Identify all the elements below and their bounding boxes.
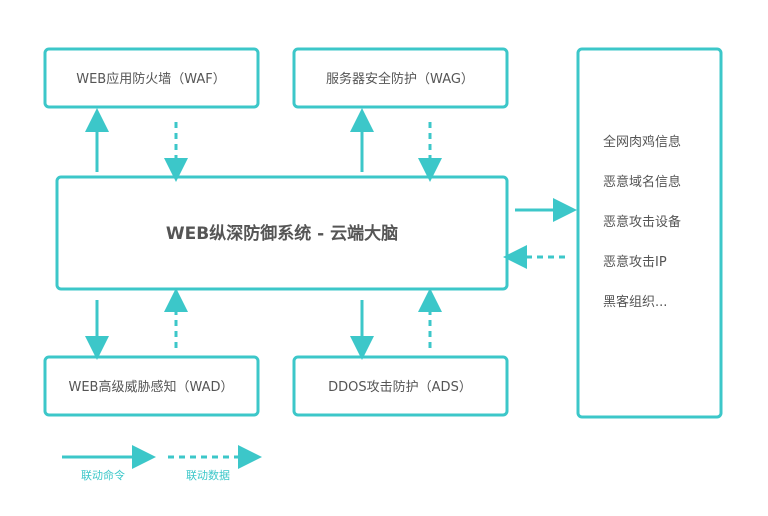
wad-label: WEB高级威胁感知（WAD） (68, 379, 233, 395)
legend-dashed-label: 联动数据 (186, 468, 230, 482)
legend-solid-label: 联动命令 (81, 468, 125, 482)
intel-item: 全网肉鸡信息 (603, 134, 681, 150)
core-label: WEB纵深防御系统 - 云端大脑 (166, 223, 398, 244)
intel-item: 恶意域名信息 (603, 174, 681, 190)
waf-label: WEB应用防火墙（WAF） (76, 71, 226, 87)
wag-box: 服务器安全防护（WAG） (292, 47, 509, 109)
wag-label: 服务器安全防护（WAG） (326, 71, 474, 87)
intel-item: 黑客组织... (603, 294, 667, 310)
waf-box: WEB应用防火墙（WAF） (43, 47, 260, 109)
threat-intel-box: 全网肉鸡信息 恶意域名信息 恶意攻击设备 恶意攻击IP 黑客组织... (576, 47, 723, 419)
ads-box: DDOS攻击防护（ADS） (292, 355, 509, 417)
wad-box: WEB高级威胁感知（WAD） (43, 355, 260, 417)
legend: 联动命令 联动数据 (62, 445, 262, 482)
intel-item: 恶意攻击设备 (603, 214, 681, 230)
intel-item: 恶意攻击IP (603, 254, 667, 270)
ads-label: DDOS攻击防护（ADS） (328, 379, 472, 395)
core-box: WEB纵深防御系统 - 云端大脑 (55, 175, 509, 291)
